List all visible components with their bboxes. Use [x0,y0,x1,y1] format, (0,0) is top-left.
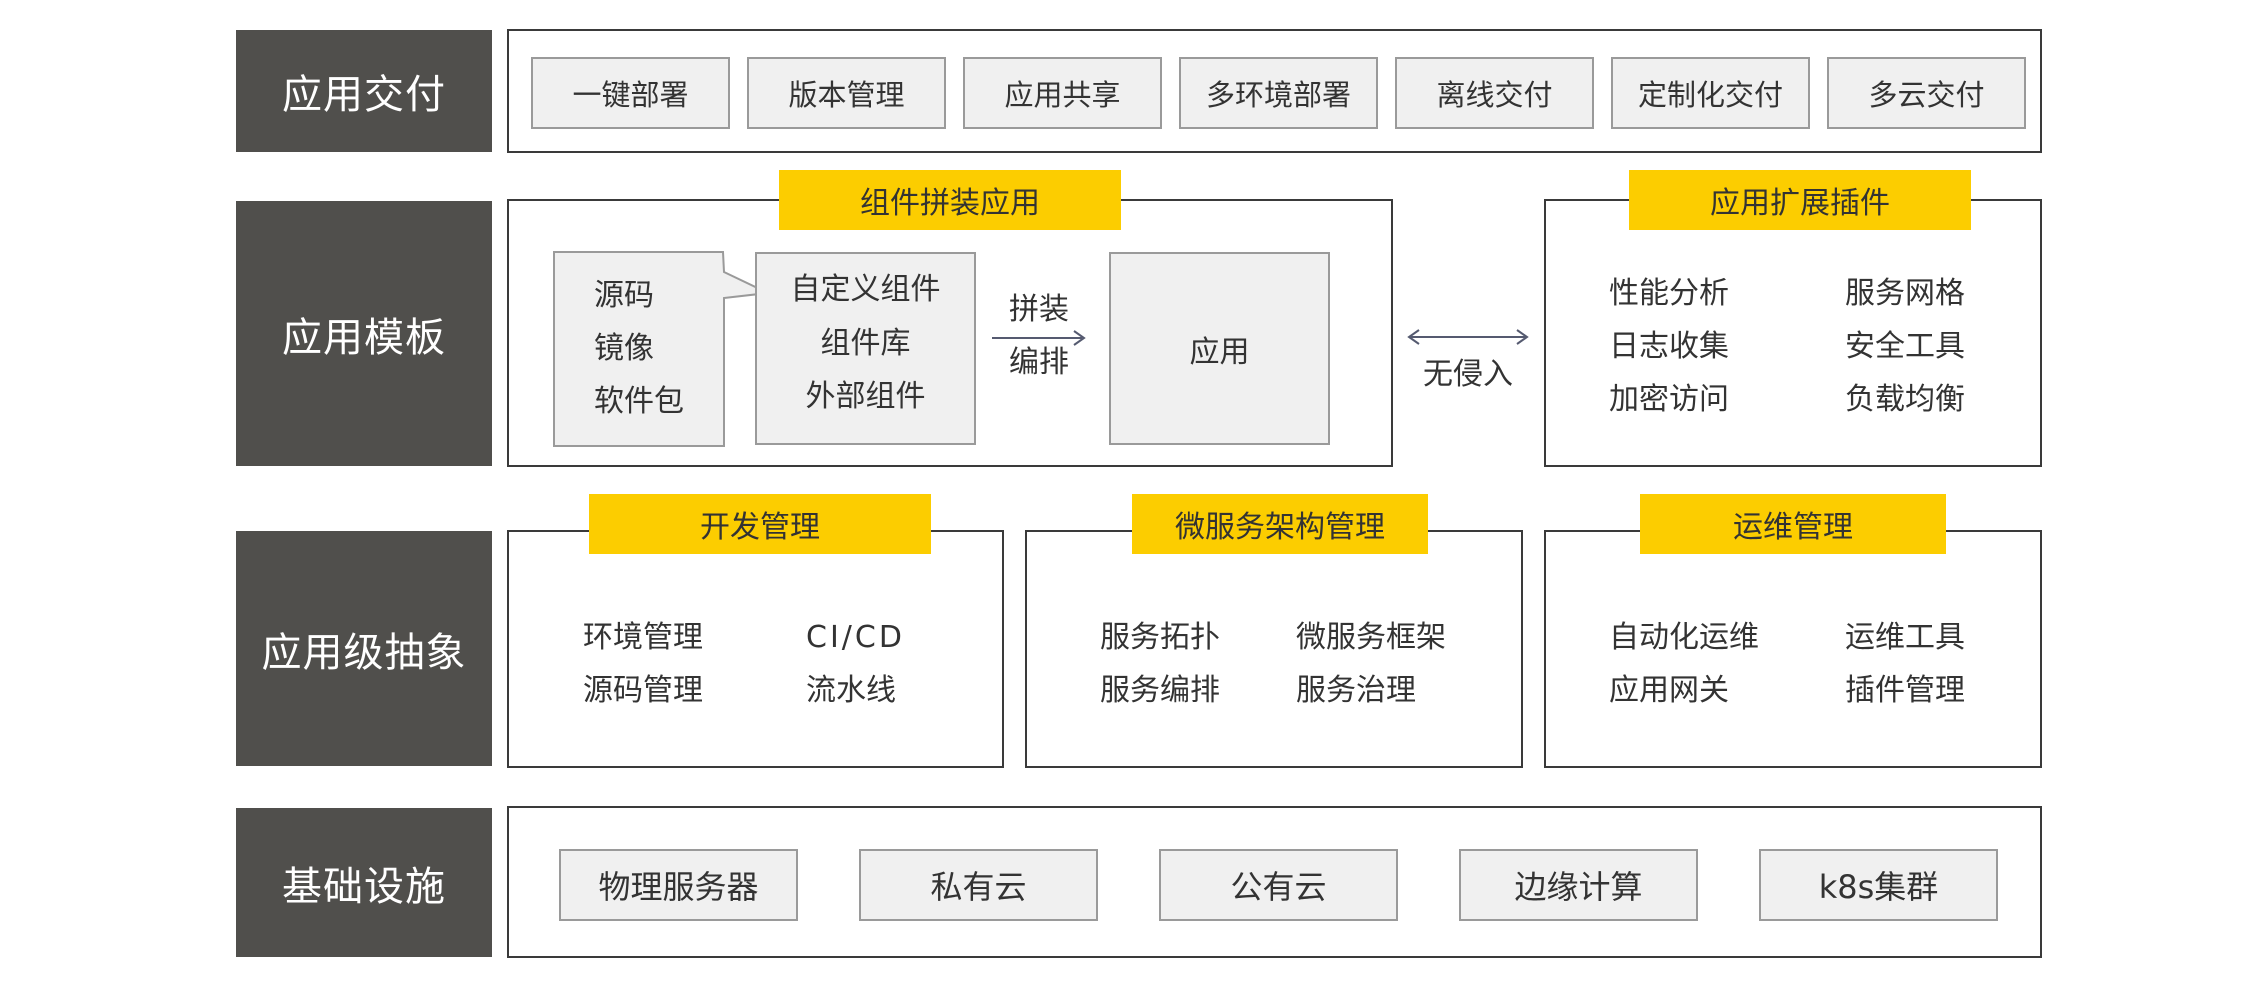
dev-frame [507,530,1004,768]
app-box: 应用 [1109,252,1330,445]
infra-item: 物理服务器 [559,849,798,921]
delivery-item: 多云交付 [1827,57,2026,129]
dev-item: 环境管理 [583,620,703,655]
dev-item: CI/CD [806,620,905,655]
plugin-item: 安全工具 [1845,329,1965,364]
assembly-title: 组件拼装应用 [779,170,1121,230]
source-item: 软件包 [594,384,684,419]
delivery-item: 多环境部署 [1179,57,1378,129]
micro-item: 微服务框架 [1296,620,1446,655]
double-arrow-icon [1407,329,1529,345]
plugin-item: 性能分析 [1609,276,1729,311]
ops-item: 运维工具 [1845,620,1965,655]
ops-item: 自动化运维 [1609,620,1759,655]
infra-item: 边缘计算 [1459,849,1698,921]
row-label-delivery: 应用交付 [236,30,492,152]
component-item: 外部组件 [805,379,926,414]
component-box [755,252,976,445]
micro-item: 服务编排 [1100,673,1220,708]
row-label-abstraction: 应用级抽象 [236,531,492,766]
plugins-title: 应用扩展插件 [1629,170,1971,230]
dev-item: 源码管理 [583,673,703,708]
infra-item: k8s集群 [1759,849,1998,921]
plugin-item: 负载均衡 [1845,382,1965,417]
micro-item: 服务治理 [1296,673,1416,708]
micro-title: 微服务架构管理 [1132,494,1428,554]
delivery-item: 应用共享 [963,57,1162,129]
source-item: 源码 [594,278,654,313]
ops-item: 插件管理 [1845,673,1965,708]
infra-item: 私有云 [859,849,1098,921]
ops-item: 应用网关 [1609,673,1729,708]
row-label-infra: 基础设施 [236,808,492,957]
infra-item: 公有云 [1159,849,1398,921]
component-item: 组件库 [820,326,911,361]
dev-item: 流水线 [806,673,896,708]
ops-title: 运维管理 [1640,494,1946,554]
source-callout [553,251,772,447]
micro-item: 服务拓扑 [1100,620,1220,655]
plugin-item: 加密访问 [1609,382,1729,417]
row-label-template: 应用模板 [236,201,492,466]
delivery-item: 一键部署 [531,57,730,129]
delivery-item: 版本管理 [747,57,946,129]
arrow-right-icon [992,330,1086,346]
component-item: 自定义组件 [790,272,941,307]
orchestrate-label: 编排 [1009,345,1069,380]
delivery-item: 离线交付 [1395,57,1594,129]
source-item: 镜像 [594,331,654,366]
dev-title: 开发管理 [589,494,931,554]
delivery-item: 定制化交付 [1611,57,1810,129]
assemble-label: 拼装 [1009,292,1069,327]
plugin-item: 日志收集 [1609,329,1729,364]
non-intrusive-label: 无侵入 [1423,357,1513,392]
plugin-item: 服务网格 [1845,276,1965,311]
